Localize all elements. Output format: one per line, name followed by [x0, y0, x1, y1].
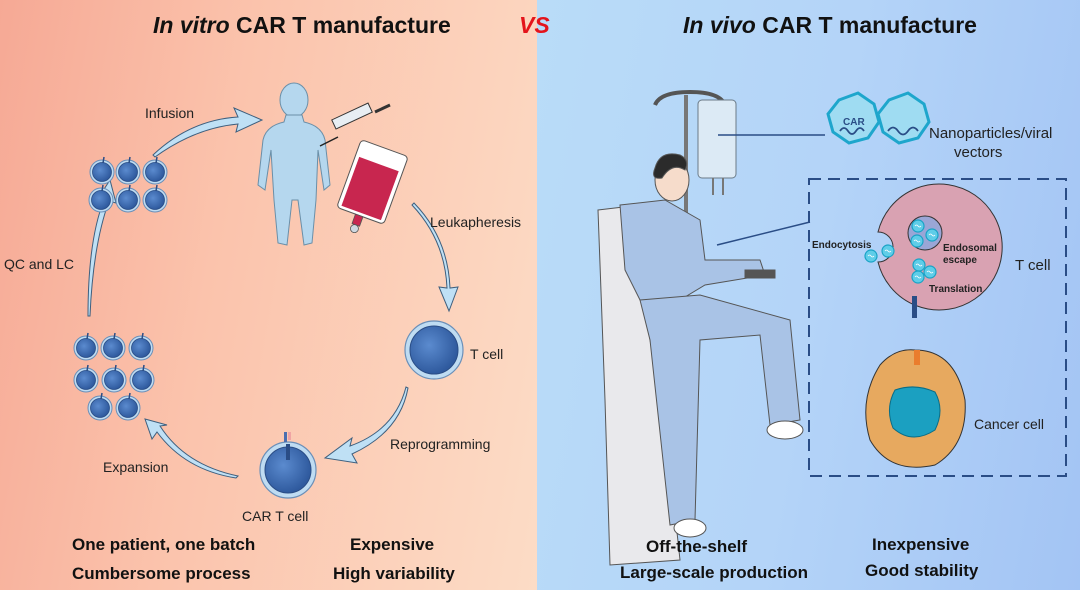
- car-t-cells-top: [88, 156, 168, 213]
- arm-to-cell-line: [716, 221, 811, 246]
- expansion-arrow: [144, 418, 240, 479]
- bullet-high-variability: High variability: [333, 564, 455, 583]
- label-t-cell-right: T cell: [1015, 257, 1051, 274]
- patient-figure: [257, 82, 331, 246]
- reprogramming-arrow: [323, 386, 409, 464]
- viral-vector-particle: [876, 91, 931, 145]
- bullet-one-patient: One patient, one batch: [72, 535, 256, 554]
- label-infusion: Infusion: [145, 105, 195, 121]
- title-italic: In vitro: [153, 12, 230, 38]
- label-car-t-cell: CAR T cell: [242, 508, 309, 524]
- bullet-cumbersome: Cumbersome process: [72, 564, 251, 583]
- syringe-icon: [319, 102, 391, 147]
- car-t-cells-expanded: [73, 332, 155, 421]
- car-t-cell-icon: [259, 432, 317, 499]
- patient-in-chair: [597, 153, 804, 566]
- label-translation: Translation: [929, 284, 983, 295]
- bullet-expensive: Expensive: [350, 535, 435, 554]
- infusion-arrow: [152, 107, 264, 158]
- mechanism-box: [808, 178, 1067, 477]
- car-badge-label: CAR: [843, 117, 865, 128]
- bullet-off-the-shelf: Off-the-shelf: [646, 537, 748, 556]
- leukapheresis-arrow: [411, 202, 459, 313]
- bullet-good-stability: Good stability: [865, 561, 979, 580]
- t-cell-icon: [404, 320, 464, 380]
- bullet-inexpensive: Inexpensive: [872, 535, 970, 554]
- car-vector-particle: [826, 91, 881, 145]
- label-cancer-cell: Cancer cell: [974, 416, 1045, 432]
- vs-label: VS: [519, 12, 550, 38]
- bottom-border: [0, 590, 1080, 595]
- label-t-cell: T cell: [470, 346, 504, 362]
- title-rest: CAR T manufacture: [755, 12, 977, 38]
- pink-t-cell: [864, 183, 1003, 318]
- blood-bag-icon: [337, 140, 408, 234]
- label-reprogramming: Reprogramming: [390, 436, 491, 452]
- label-leukapheresis: Leukapheresis: [430, 214, 522, 230]
- title-rest: CAR T manufacture: [229, 12, 451, 38]
- label-endocytosis: Endocytosis: [812, 240, 872, 251]
- label-endosomal: Endosomal: [943, 243, 997, 254]
- label-vectors: vectors: [954, 144, 1003, 161]
- label-escape: escape: [943, 255, 977, 266]
- label-expansion: Expansion: [103, 459, 169, 475]
- title-italic: In vivo: [683, 12, 756, 38]
- in-vitro-title: In vitro CAR T manufacture: [153, 12, 451, 39]
- cancer-cell: [865, 349, 966, 468]
- bullet-large-scale: Large-scale production: [620, 563, 808, 582]
- label-qc-lc: QC and LC: [4, 256, 75, 272]
- label-nanoparticles: Nanoparticles/viral: [929, 125, 1053, 142]
- in-vivo-title: In vivo CAR T manufacture: [683, 12, 977, 39]
